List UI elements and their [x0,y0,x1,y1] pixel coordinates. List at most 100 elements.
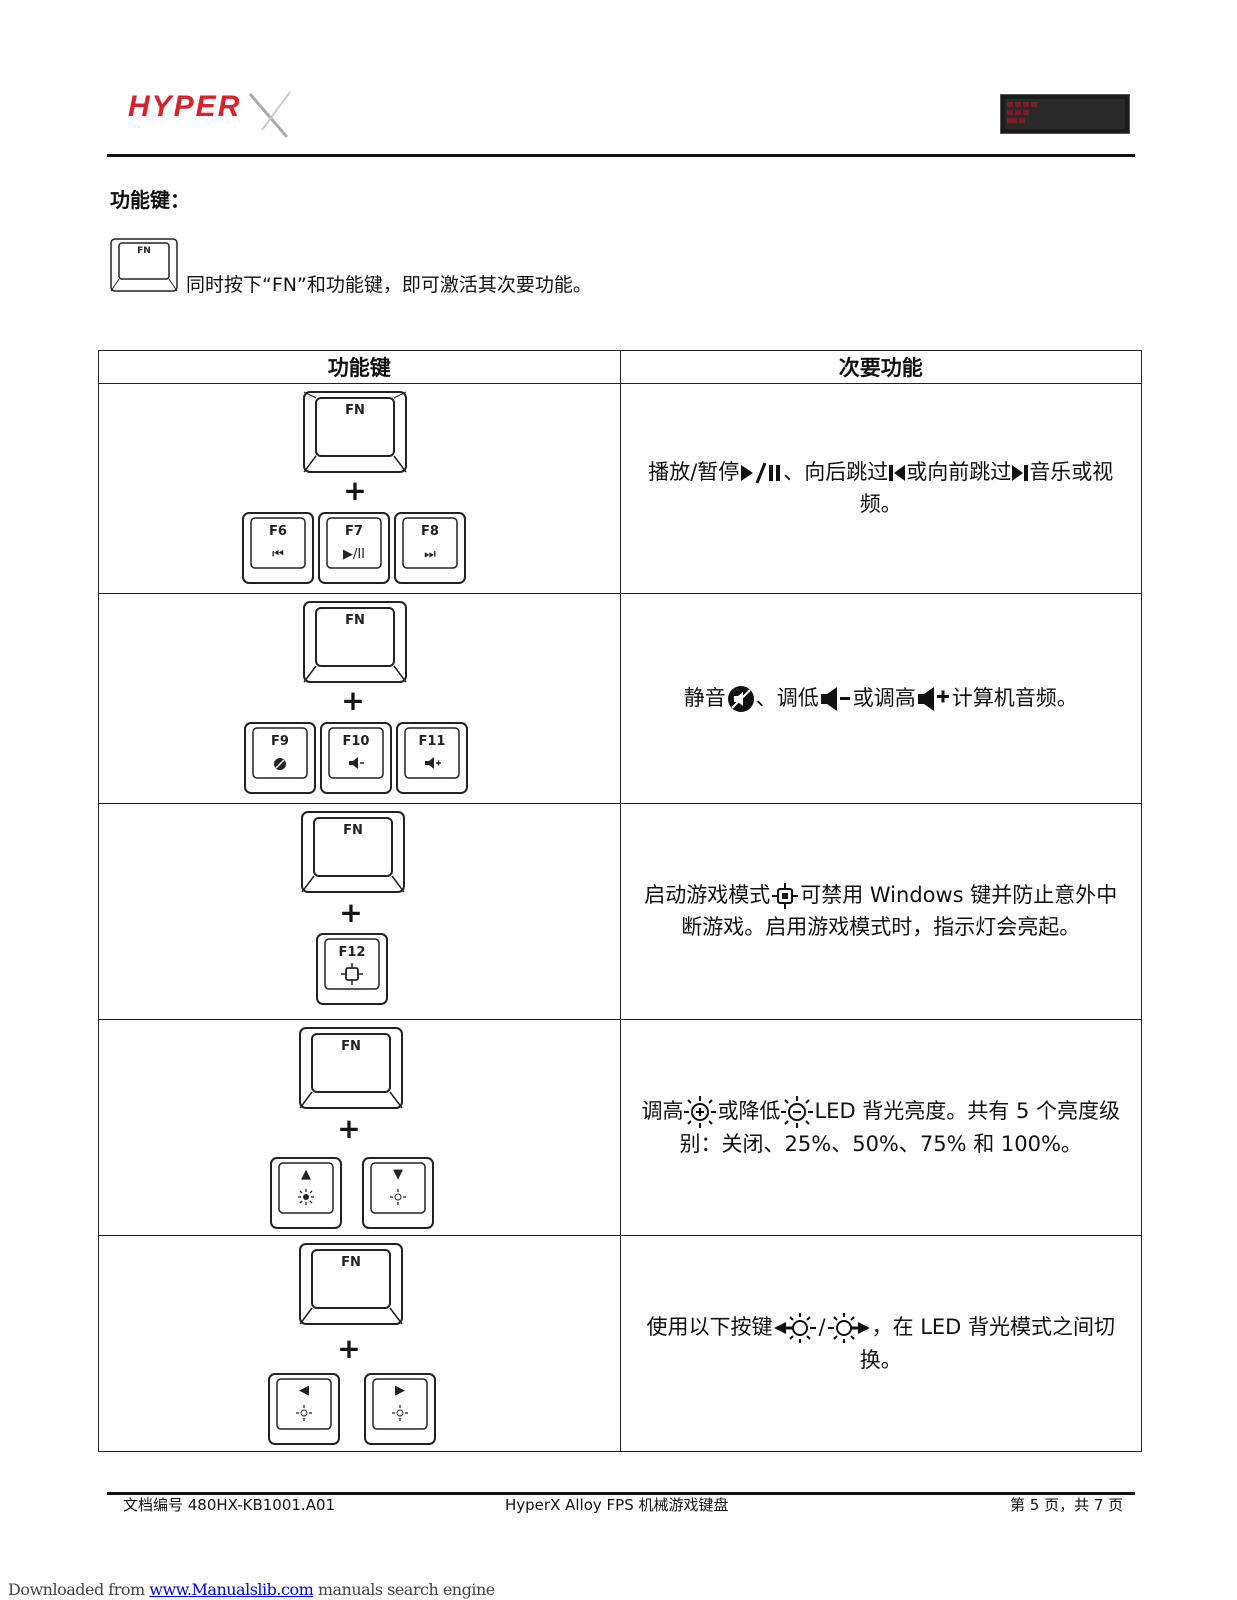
previous-track-icon [889,465,906,481]
arrow-right-key: ▶ [364,1373,436,1445]
mute-icon [727,685,754,712]
function-desc-cell: 静音 、调低 或调高 计算机音频。 [619,593,1142,804]
section-title: 功能键： [110,188,190,212]
f8-label: F8 [421,524,439,539]
f11-label: F11 [419,734,446,749]
fn-key-label: FN [341,1255,361,1270]
f6-key: F6 ⏮ [242,512,314,584]
desc-text: 播放/暂停 [648,460,740,484]
volume-up-icon [917,686,949,711]
fn-key-icon: FN [110,238,178,292]
f11-key: F11 [396,722,468,794]
plus-sign: + [337,1332,361,1365]
desc-text: / [818,1314,826,1339]
next-track-icon: ⏭ [424,547,436,562]
f12-key: F12 [316,933,388,1005]
volume-down-icon [820,686,850,711]
media-keys-group: F6 ⏮ F7 ▶/II F8 ⏭ [242,512,466,584]
table-row: FN + F9 F10 [98,593,1142,804]
fn-key-icon: FN [301,811,405,893]
table-row: FN + F6 ⏮ F7 ▶/II [98,383,1142,594]
download-prefix: Downloaded from [8,1580,150,1599]
keyboard-thumbnail [1000,94,1130,134]
f9-key: F9 [244,722,316,794]
table-row: FN + ◀ ▶ [98,1235,1142,1452]
key-combo-cell: FN + ◀ ▶ [98,1235,621,1452]
col-header-function: 次要功能 [619,350,1142,384]
desc-text: 调高 [641,1098,684,1123]
hyperx-logo: HYPER [122,82,302,142]
arrow-down-key: ▼ [362,1157,434,1229]
backlight-mode-next-icon [827,1312,870,1343]
fn-key-icon: FN [303,391,407,473]
header-rule [107,154,1135,157]
manualslib-link[interactable]: www.Manualslib.com [149,1580,314,1599]
game-mode-icon [772,883,799,909]
fn-key-icon: FN [303,601,407,683]
f10-label: F10 [343,734,370,749]
function-desc-cell: 启动游戏模式可禁用 Windows 键并防止意外中断游戏。启用游戏模式时，指示灯… [619,803,1142,1020]
arrow-left-key: ◀ [268,1373,340,1445]
key-combo-cell: FN + F6 ⏮ F7 ▶/II [98,383,621,594]
table-row: FN + F12 启动游戏模式可禁用 Windows 键并防止意外中断游戏。启用… [98,803,1142,1020]
desc-text: 音乐或视频。 [859,460,1114,516]
arrow-left-icon: ◀ [299,1383,309,1398]
desc-text: 使用以下按键 [646,1314,773,1339]
backlight-mode-prev-icon [774,1312,817,1343]
fn-key-label: FN [345,613,365,628]
plus-sign: + [343,474,367,507]
plus-sign: + [337,1112,361,1145]
key-combo-cell: FN + F12 [98,803,621,1020]
f7-key: F7 ▶/II [318,512,390,584]
function-desc-cell: 使用以下按键 / ，在 LED 背光模式之间切换。 [619,1235,1142,1452]
key-combo-cell: FN + F9 F10 [98,593,621,804]
desc-text: 或向前跳过 [906,460,1012,484]
keyboard-image-icon [1005,99,1125,129]
desc-text: 启动游戏模式 [644,883,771,907]
f7-label: F7 [345,524,363,539]
logo-x-mark-icon [248,91,291,138]
volume-keys-group: F9 F10 F11 [244,722,468,794]
footer-doc-number: 文档编号 480HX-KB1001.A01 [123,1496,336,1514]
arrow-up-key: ▲ [270,1157,342,1229]
play-pause-icon [741,462,781,484]
desc-text: ，在 LED 背光模式之间切换。 [859,1314,1116,1372]
fn-key-label: FN [345,403,365,418]
desc-text: 静音 [683,685,726,710]
intro-text: 同时按下“FN”和功能键，即可激活其次要功能。 [186,274,592,296]
arrow-down-icon: ▼ [393,1167,403,1182]
desc-text: 可禁用 Windows 键并防止意外中断游戏。启用游戏模式时，指示灯会亮起。 [681,883,1118,939]
footer-page-number: 第 5 页，共 7 页 [1010,1496,1124,1514]
download-suffix: manuals search engine [313,1580,495,1599]
plus-sign: + [341,684,365,717]
plus-sign: + [339,896,363,929]
footer-rule [107,1492,1135,1495]
f12-label: F12 [339,945,366,960]
previous-track-icon: ⏮ [272,547,284,562]
desc-text: 、调低 [755,685,819,710]
download-notice: Downloaded from www.Manualslib.com manua… [8,1580,495,1599]
fn-key-icon: FN [299,1027,403,1109]
fn-key-icon: FN [299,1243,403,1325]
brightness-up-icon [684,1095,717,1128]
logo-text: HYPER [128,90,242,123]
fn-key-label: FN [343,823,363,838]
arrow-right-icon: ▶ [395,1383,405,1398]
f8-key: F8 ⏭ [394,512,466,584]
brightness-down-icon [781,1095,814,1128]
fn-key-label: FN [137,246,151,256]
arrow-up-icon: ▲ [301,1167,311,1182]
desc-text: 计算机音频。 [951,685,1078,710]
desc-text: 、向后跳过 [783,460,889,484]
play-pause-icon: ▶/II [343,547,365,562]
backlight-mode-keys-group: ◀ ▶ [268,1373,436,1445]
fn-key-small: FN [110,238,178,292]
fn-key-label: FN [341,1039,361,1054]
f6-label: F6 [269,524,287,539]
desc-text: 或降低 [717,1098,781,1123]
f10-key: F10 [320,722,392,794]
desc-text: LED 背光亮度。共有 5 个亮度级别：关闭、25%、50%、75% 和 100… [679,1098,1121,1156]
desc-text: 或调高 [852,685,916,710]
col-header-keys: 功能键 [98,350,621,384]
